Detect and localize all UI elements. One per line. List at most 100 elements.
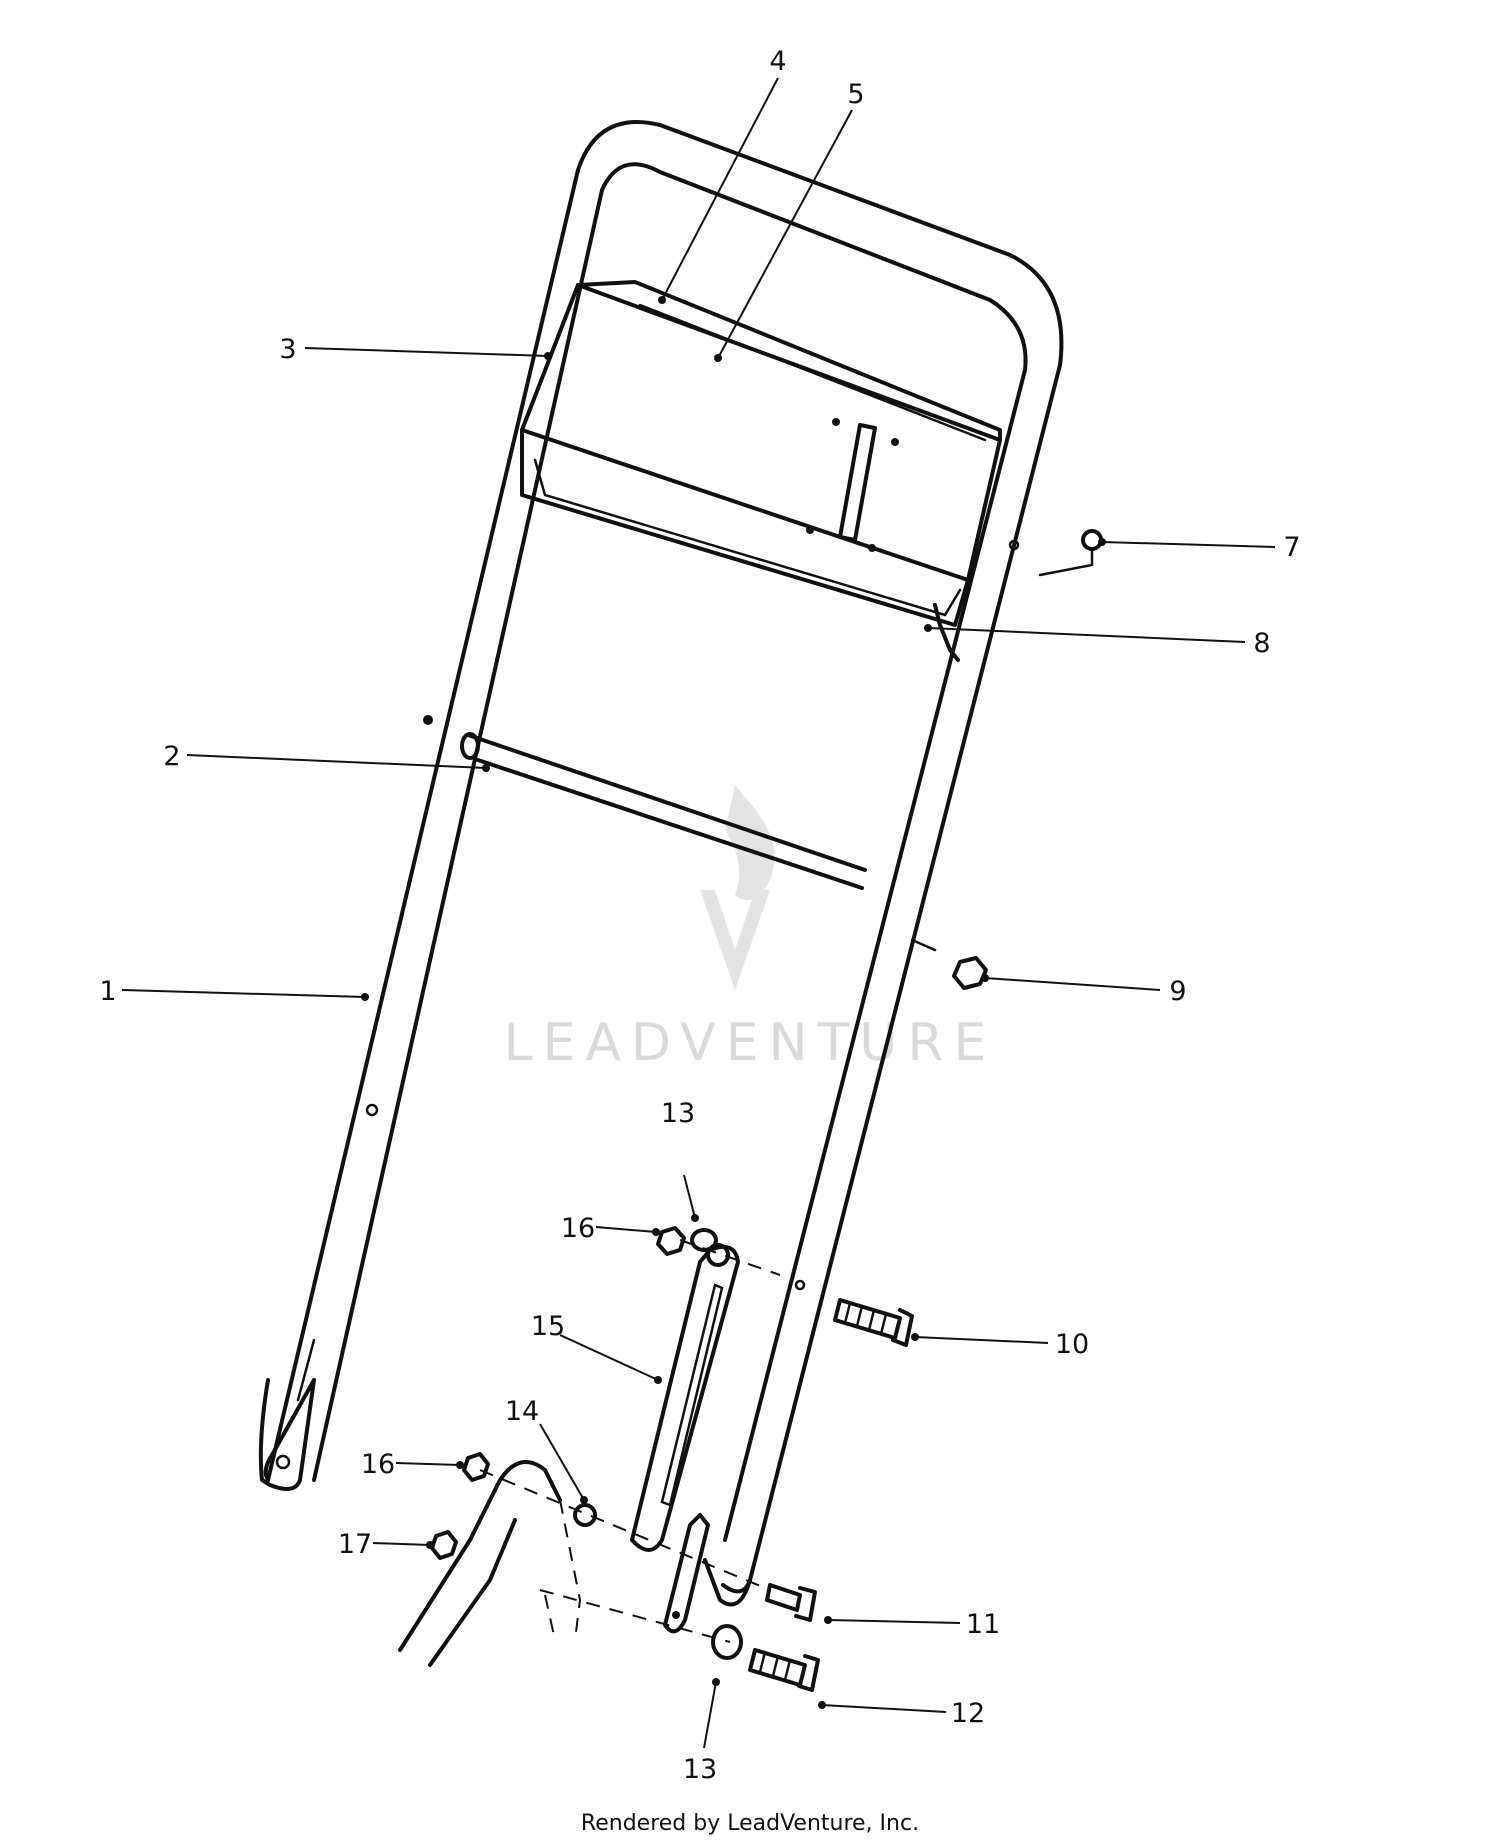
lower-bracket-body (663, 1513, 710, 1634)
leader-5-dot (714, 354, 722, 362)
watermark-v-logo (700, 890, 770, 990)
leader-12-dot (818, 1701, 826, 1709)
callout-16-top: 16 (561, 1213, 595, 1244)
tray-slot (838, 423, 877, 542)
tray-hole-3 (806, 526, 814, 534)
cross-bar (460, 732, 867, 890)
bolt-10-threads (843, 1301, 888, 1336)
leader-11 (827, 1619, 961, 1624)
cross-bar-body (466, 733, 867, 890)
leader-15 (559, 1334, 659, 1381)
nut-16-top (656, 1226, 686, 1256)
frame-hole-7 (1008, 539, 1020, 551)
callout-2: 2 (163, 741, 180, 772)
lower-handle-hidden (544, 1499, 582, 1641)
footer-credit: Rendered by LeadVenture, Inc. (581, 1811, 919, 1836)
leader-12 (821, 1704, 947, 1713)
leader-16a-dot (652, 1228, 660, 1236)
axis-11 (479, 1469, 771, 1591)
leader-11-dot (824, 1616, 832, 1624)
callout-5: 5 (847, 79, 864, 110)
bolt-7 (1008, 529, 1103, 577)
cross-bar-end (460, 732, 480, 760)
callout-8: 8 (1253, 628, 1270, 659)
leader-7-dot (1098, 538, 1106, 546)
leader-17-dot (426, 1541, 434, 1549)
link-bar-slot (660, 1283, 724, 1507)
leader-16b (395, 1462, 461, 1466)
bolt-7-shank (1038, 548, 1094, 577)
upper-left-knob (423, 715, 433, 725)
callout-13-bottom: 13 (683, 1754, 717, 1785)
bolt-12-threads (758, 1650, 792, 1682)
leader-14 (539, 1423, 585, 1501)
handle-inner-outline (312, 162, 1028, 1542)
upper-handle-frame (258, 120, 1064, 1607)
callout-17: 17 (338, 1529, 372, 1560)
bolt-11-head (794, 1586, 817, 1622)
axis-top (679, 1239, 781, 1276)
tray-top-ridge (638, 303, 987, 442)
nut-16-lower (462, 1452, 490, 1482)
callout-12: 12 (951, 1698, 985, 1729)
bolt-11 (765, 1583, 817, 1622)
tray-front-face (520, 283, 1002, 582)
leader-17 (372, 1542, 431, 1546)
leader-4 (661, 77, 779, 301)
washer-13-top (690, 1228, 718, 1252)
callout-14: 14 (505, 1396, 539, 1427)
left-leg-hole-upper (365, 1103, 379, 1117)
leader-2 (186, 754, 487, 769)
leader-16a (595, 1226, 657, 1233)
axis-12 (539, 1589, 731, 1643)
leader-8-dot (924, 624, 932, 632)
leader-13a (683, 1174, 696, 1219)
washer-14 (573, 1503, 597, 1527)
lower-handle (398, 1460, 582, 1667)
leader-lines (121, 77, 1276, 1749)
link-bar-15 (630, 1243, 740, 1552)
nut-17 (430, 1530, 458, 1560)
tray-hole-4 (868, 544, 876, 552)
leader-8 (927, 627, 1246, 643)
bolt-10 (794, 1279, 914, 1347)
washer-13-bottom (711, 1624, 743, 1660)
callout-9: 9 (1169, 976, 1186, 1007)
right-leg-end (703, 1558, 752, 1607)
left-leg-end (258, 1378, 316, 1491)
bolt-12 (711, 1624, 820, 1692)
lower-handle-outline (398, 1460, 562, 1652)
callout-10: 10 (1055, 1329, 1089, 1360)
leader-10 (914, 1336, 1049, 1344)
top-hardware (656, 1226, 718, 1256)
callout-11: 11 (966, 1609, 1000, 1640)
leader-3 (304, 347, 549, 357)
leader-2-dot (482, 764, 490, 772)
bolt-10-shank (833, 1298, 902, 1340)
leader-10-dot (911, 1333, 919, 1341)
callout-16-bottom: 16 (361, 1449, 395, 1480)
lower-bracket (663, 1513, 710, 1634)
leader-15-dot (654, 1376, 662, 1384)
leader-7 (1101, 541, 1276, 548)
nut-9-body (952, 956, 988, 990)
tray-bracket-8 (933, 603, 960, 662)
leader-13b-dot (712, 1678, 720, 1686)
tray-hole-1 (832, 418, 840, 426)
storage-tray (520, 280, 1002, 662)
bolt-12-head (797, 1654, 820, 1692)
left-leg-hole (275, 1454, 291, 1470)
left-leg-side (296, 1338, 316, 1402)
callout-15: 15 (531, 1311, 565, 1342)
tray-inner-panel (533, 458, 962, 617)
callout-4: 4 (769, 46, 786, 77)
watermark: LEADVENTURE (504, 785, 986, 1073)
leader-3-dot (544, 352, 552, 360)
tray-lower-face (520, 428, 970, 627)
link-bar-pivot (706, 1243, 730, 1267)
bolt-10-head (891, 1308, 914, 1347)
nut-9-bolt-tip (910, 938, 937, 952)
watermark-flame-logo (725, 785, 775, 900)
assembly-lines (479, 1239, 781, 1643)
